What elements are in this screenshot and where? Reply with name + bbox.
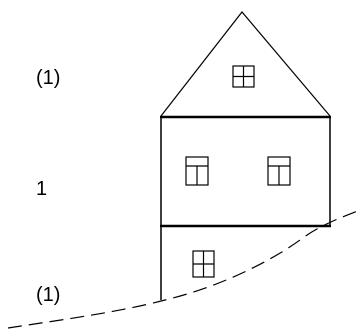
attic-window: [232, 65, 255, 88]
window-left: [185, 156, 209, 186]
upper-floor-label: (1): [36, 67, 61, 89]
roof-outline: [160, 11, 331, 117]
lower-floor-label: (1): [36, 284, 61, 306]
window-right: [267, 156, 291, 186]
terrain-line: [7, 209, 361, 329]
middle-floor-label: 1: [36, 178, 48, 200]
basement-window: [192, 250, 215, 278]
